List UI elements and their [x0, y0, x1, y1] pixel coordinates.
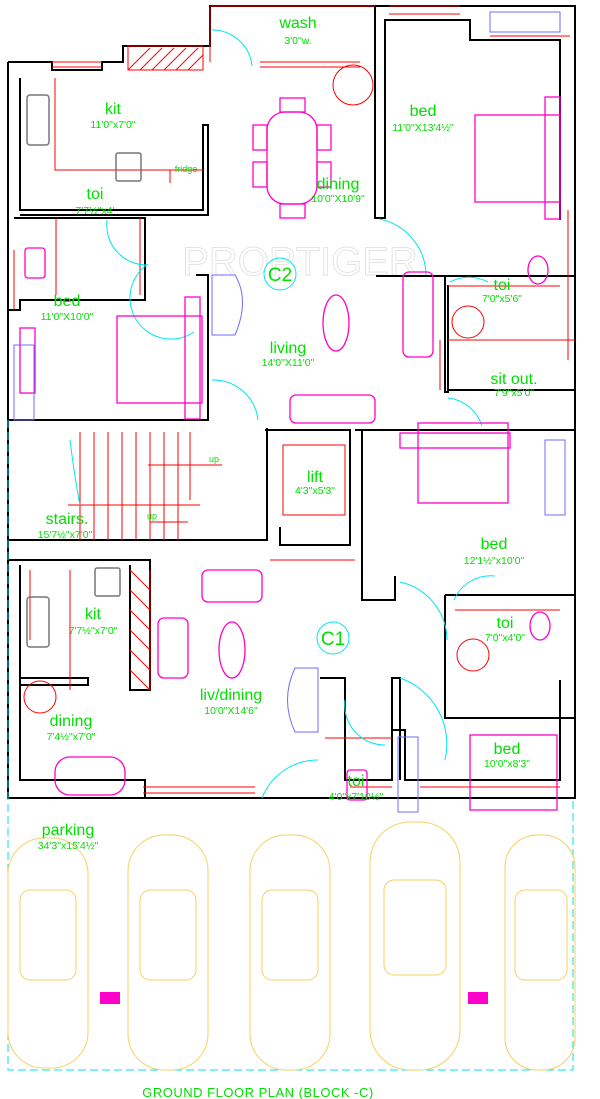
room-name: living	[270, 340, 306, 357]
washbasin-icon	[451, 305, 485, 339]
lift-shaft	[282, 444, 346, 516]
room-size: 14'0"X11'0"	[262, 357, 315, 369]
room-name: bed	[481, 536, 508, 553]
room-size: 3'0"w.	[284, 35, 311, 47]
sofa-icon	[201, 569, 263, 603]
dining-table-icon	[266, 111, 318, 205]
car-icon	[369, 821, 461, 1071]
indian-toilet-icon	[346, 769, 368, 801]
wardrobe-icon	[489, 11, 561, 33]
room-name: parking	[42, 822, 94, 839]
room-name: kit	[85, 606, 102, 623]
unit-marker-circle	[263, 257, 297, 291]
room-size: 11'0"X13'4½"	[392, 122, 454, 134]
room-size: 7'9"x5'0"	[494, 387, 534, 399]
wardrobe-icon	[397, 736, 419, 813]
toilet-icon	[529, 611, 551, 641]
unit-c1-label: C1	[321, 629, 345, 650]
car-icon	[7, 837, 89, 1069]
indian-toilet-icon	[24, 247, 46, 279]
unit-c2-label: C2	[268, 265, 292, 286]
room-size: 4'3"x5'3"	[295, 485, 335, 497]
room-size: 7'7½"x4'	[75, 205, 114, 217]
room-labels: wash 3'0"w. kit 11'0"x7'0" fridge bed 11…	[38, 15, 538, 852]
car-icon	[249, 834, 331, 1071]
room-name: liv/dining	[200, 687, 262, 704]
unit-marker-circle	[316, 621, 350, 655]
car-icon	[127, 834, 209, 1071]
stove-icon	[26, 596, 50, 648]
room-name: stairs.	[46, 511, 89, 528]
room-size: 11'0"X10'0"	[41, 311, 94, 323]
room-name: toi	[348, 773, 365, 790]
room-size: 7'0"x5'6"	[482, 293, 522, 305]
bed-icon	[417, 422, 509, 504]
room-name: toi	[494, 277, 511, 294]
tv-unit-icon	[287, 667, 319, 733]
room-name: sit out.	[490, 371, 537, 388]
stove-icon	[26, 94, 50, 146]
toilet-icon	[527, 255, 549, 285]
room-size: 11'0"x7'0"	[90, 119, 135, 131]
sofa-icon	[402, 271, 434, 358]
plan-title: GROUND FLOOR PLAN (BLOCK -C)	[142, 1085, 373, 1099]
washbasin-icon	[23, 680, 57, 714]
room-name: dining	[50, 713, 93, 730]
bed-icon	[469, 734, 558, 811]
room-size: 4'0"x7'10½"	[329, 791, 384, 803]
tv-unit-icon	[211, 274, 243, 336]
bed-icon	[116, 315, 203, 404]
coffee-table-icon	[322, 294, 350, 352]
room-name: toi	[87, 186, 104, 203]
room-name: dining	[317, 176, 360, 193]
room-size: 7'0"x4'0"	[485, 632, 525, 644]
room-name: toi	[497, 615, 514, 632]
parking-area	[7, 420, 576, 1071]
room-size: 34'3"x15'4½"	[38, 840, 99, 852]
doors	[69, 29, 496, 799]
fridge-label: fridge	[175, 164, 198, 174]
stairs-up-label: up	[147, 511, 157, 521]
room-size: 15'7½"x7'0"	[38, 529, 93, 541]
room-name: wash	[278, 15, 316, 32]
watermark: PROPTIGER	[182, 240, 418, 284]
sink-icon	[94, 567, 121, 597]
sofa-icon	[289, 394, 376, 424]
room-name: bed	[54, 293, 81, 310]
wardrobe-icon	[13, 344, 35, 421]
wardrobe-icon	[544, 439, 566, 516]
room-size: 7'4½"x7'0"	[47, 731, 96, 743]
pillar-marker	[468, 992, 488, 1004]
window-lines	[13, 5, 575, 794]
furniture	[13, 11, 566, 813]
car-icon	[504, 834, 576, 1071]
sofa-icon	[157, 617, 189, 679]
bed-icon	[474, 114, 561, 203]
room-name: lift	[307, 469, 324, 486]
washbasin-icon	[456, 638, 490, 672]
coffee-table-icon	[218, 621, 246, 679]
room-size: 7'7½"x7'0"	[69, 625, 118, 637]
room-size: 10'0"X14'6"	[204, 705, 258, 717]
room-size: 12'1½"x10'0"	[464, 555, 525, 567]
walls	[7, 5, 576, 799]
room-size: 10'0"x8'3"	[484, 758, 530, 770]
stairs-up-label: up	[209, 454, 219, 464]
washbasin-icon	[332, 64, 374, 106]
dining-table-icon	[54, 756, 126, 796]
sink-icon	[115, 152, 142, 182]
room-size: 10'0"X10'9"	[311, 193, 365, 205]
room-name: bed	[410, 103, 437, 120]
room-name: bed	[494, 741, 521, 758]
pillar-marker	[100, 992, 120, 1004]
room-name: kit	[105, 101, 122, 118]
